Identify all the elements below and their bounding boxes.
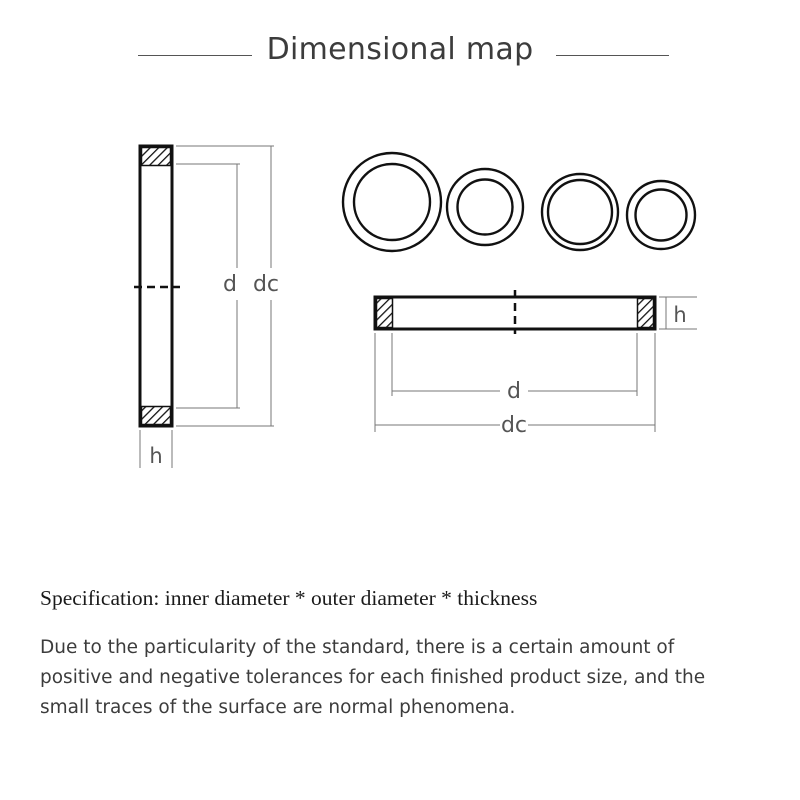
front-h-label: h (673, 303, 686, 327)
front-section-view: h d dc (373, 290, 697, 438)
title-row: Dimensional map (0, 28, 800, 78)
side-hatch-top (140, 146, 172, 167)
side-section-view: d dc h (134, 144, 279, 468)
title-left-rule (138, 55, 252, 56)
ring-samples (341, 151, 697, 253)
front-hatch-right (636, 297, 655, 329)
ring-1 (341, 151, 443, 253)
front-profile (373, 295, 657, 331)
specification-text: Specification: inner diameter * outer di… (40, 586, 538, 610)
side-d-label: d (223, 272, 237, 297)
ring-2 (445, 167, 525, 247)
front-dc-label: dc (501, 413, 527, 438)
tolerance-note: Due to the particularity of the standard… (40, 637, 706, 718)
front-d-label: d (507, 379, 521, 404)
page-title: Dimensional map (266, 32, 534, 67)
side-hatch-bottom (140, 405, 172, 426)
ring-3 (540, 172, 620, 252)
side-dc-label: dc (253, 272, 279, 297)
side-h-label: h (149, 444, 162, 468)
front-hatch-left (375, 297, 394, 329)
ring-4 (625, 179, 697, 251)
title-right-rule (556, 55, 669, 56)
